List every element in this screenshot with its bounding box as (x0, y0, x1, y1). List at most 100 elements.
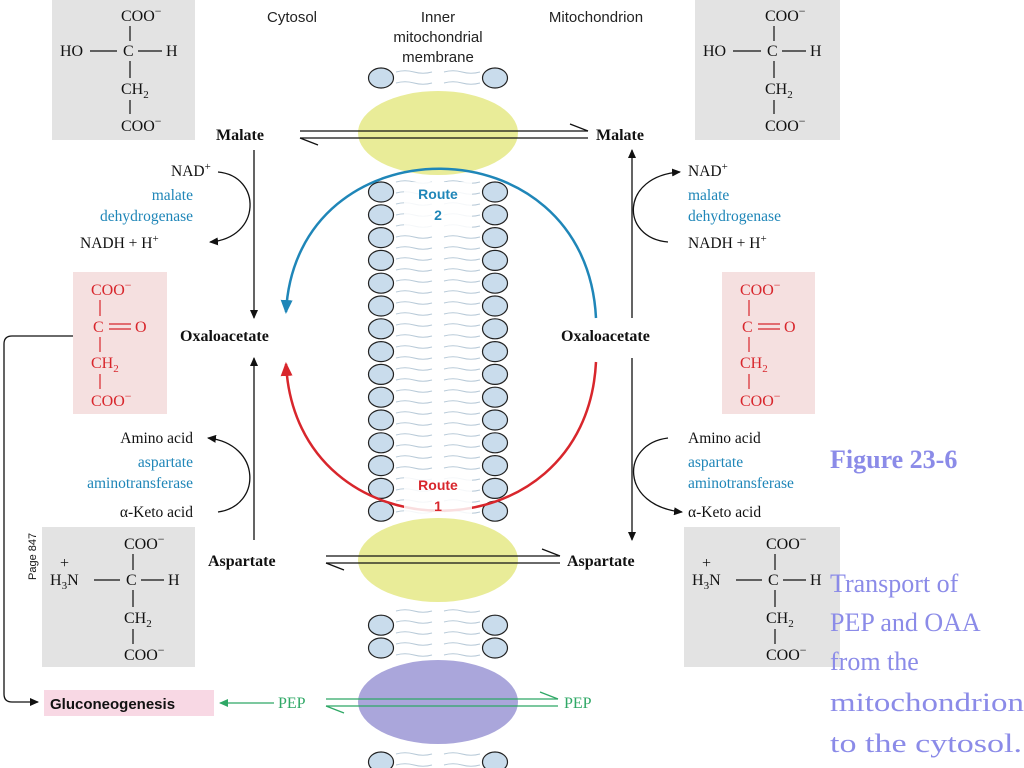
lipid-tail (395, 290, 433, 294)
membrane-header-3: membrane (402, 49, 474, 66)
lipid-head (367, 341, 395, 363)
lipid-tail (395, 257, 433, 261)
svg-text:COO−: COO− (766, 643, 807, 664)
cytosol-mdh-2: dehydrogenase (100, 208, 193, 225)
lipid-tail (395, 466, 433, 470)
aspartate-structure-mitochondrion: COO− + H3N C H CH2 COO− (684, 527, 840, 667)
lipid-tail (443, 356, 481, 360)
lipid-head (481, 614, 509, 636)
caption-line-1: Transport of (830, 569, 959, 598)
lipid-tail (443, 268, 481, 272)
lipid-tail (395, 631, 433, 635)
oaa-to-gluconeogenesis-line (3, 335, 73, 706)
lipid-tail (395, 323, 433, 327)
malate-label-cytosol: Malate (216, 127, 264, 144)
lipid-tail (443, 378, 481, 382)
lipid-head (481, 477, 509, 499)
lipid-head (367, 181, 395, 203)
svg-text:C: C (123, 43, 134, 60)
lipid-tail (443, 290, 481, 294)
lipid-head (367, 477, 395, 499)
svg-text:C: C (93, 319, 104, 336)
lipid-tail (395, 609, 433, 613)
svg-text:COO−: COO− (124, 532, 165, 553)
oxaloacetate-label-mitochondrion: Oxaloacetate (561, 328, 650, 345)
cytosol-ast-1: aspartate (138, 454, 193, 471)
mito-keto-acid: α-Keto acid (688, 504, 761, 521)
mito-amino-acid: Amino acid (688, 430, 761, 447)
membrane-header-1: Inner (421, 9, 455, 26)
pep-label-mitochondrion: PEP (564, 695, 592, 712)
oxaloacetate-label-cytosol: Oxaloacetate (180, 328, 269, 345)
svg-text:COO−: COO− (124, 643, 165, 664)
cytosol-header: Cytosol (267, 9, 317, 26)
page-label: Page 847 (27, 533, 39, 580)
svg-text:+: + (702, 555, 711, 572)
lipid-tail (443, 609, 481, 613)
lipid-head (367, 637, 395, 659)
svg-text:C: C (742, 319, 753, 336)
svg-text:O: O (135, 319, 147, 336)
mito-ast-1: aspartate (688, 454, 743, 471)
lipid-tail (443, 466, 481, 470)
lipid-tail (443, 235, 481, 239)
mito-mdh-1: malate (688, 187, 729, 204)
aspartate-transporter (358, 518, 518, 602)
lipid-tail (395, 653, 433, 657)
lipid-tail (443, 642, 481, 646)
svg-text:COO−: COO− (91, 278, 132, 299)
lipid-tail (395, 334, 433, 338)
malate-exchange-arrows (299, 123, 589, 146)
lipid-head (367, 751, 395, 768)
svg-text:C: C (126, 572, 137, 589)
svg-text:H: H (168, 572, 180, 589)
lipid-head (367, 67, 395, 89)
lipid-head (481, 227, 509, 249)
svg-text:CH2: CH2 (765, 81, 793, 101)
svg-text:H3N: H3N (50, 572, 79, 592)
lipid-tail (443, 81, 481, 85)
oxaloacetate-structure-cytosol: COO− C O CH2 COO− (73, 272, 167, 414)
mito-ast-2: aminotransferase (688, 475, 794, 492)
lipid-head (481, 363, 509, 385)
route2-arc (280, 167, 598, 319)
lipid-head (481, 204, 509, 226)
malate-transporter (358, 91, 518, 175)
aspartate-structure-cytosol: COO− + H3N C H CH2 COO− (42, 527, 195, 667)
svg-text:HO: HO (60, 43, 83, 60)
lipid-head (367, 363, 395, 385)
pep-label-cytosol: PEP (278, 695, 306, 712)
lipid-tail (395, 70, 433, 74)
lipid-tail (443, 323, 481, 327)
lipid-tail (395, 422, 433, 426)
lipid-tail (443, 763, 481, 767)
svg-text:C: C (767, 43, 778, 60)
lipid-head (481, 272, 509, 294)
lipid-tail (395, 444, 433, 448)
lipid-head (481, 637, 509, 659)
lipid-head (481, 67, 509, 89)
lipid-tail (443, 422, 481, 426)
lipid-tail (443, 444, 481, 448)
malate-structure-cytosol: COO− HO C H CH2 COO− (52, 0, 195, 140)
caption-line-5: to the cytosol. (830, 729, 1022, 758)
svg-text:+: + (60, 555, 69, 572)
lipid-head (367, 249, 395, 271)
oxaloacetate-structure-mitochondrion: COO− C O CH2 COO− (722, 272, 815, 414)
lipid-tail (443, 312, 481, 316)
route1-label-2: 1 (434, 498, 442, 514)
svg-text:O: O (784, 319, 796, 336)
gluconeogenesis-label: Gluconeogenesis (50, 696, 175, 713)
lipid-tail (395, 81, 433, 85)
lipid-tail (395, 356, 433, 360)
lipid-head (367, 409, 395, 431)
svg-text:CH2: CH2 (740, 355, 768, 375)
svg-text:COO−: COO− (91, 389, 132, 410)
malate-label-mitochondrion: Malate (596, 127, 644, 144)
svg-text:C: C (768, 572, 779, 589)
aspartate-exchange-arrows (325, 548, 561, 571)
lipid-heads-left (367, 67, 395, 768)
figure-title: Figure 23-6 (830, 445, 957, 474)
lipid-head (481, 318, 509, 340)
